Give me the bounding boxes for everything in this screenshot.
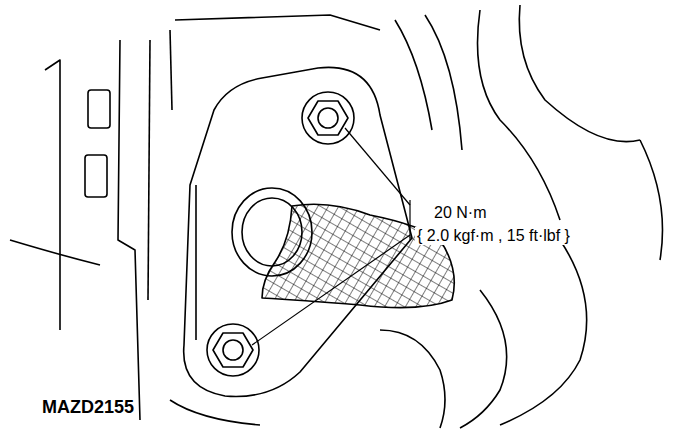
- leader-line: [345, 128, 410, 205]
- torque-spec: 20 N·m: [432, 204, 488, 222]
- block-edge: [45, 60, 60, 330]
- block-edge: [395, 20, 432, 130]
- block-edge: [10, 240, 100, 265]
- manifold: [380, 330, 445, 428]
- washer: [207, 324, 259, 376]
- leader-line: [252, 235, 410, 345]
- manifold: [640, 140, 663, 260]
- block-edge: [170, 30, 172, 110]
- manifold: [478, 10, 561, 220]
- leader-bracket: [409, 200, 410, 240]
- stud: [318, 108, 338, 128]
- manifold: [519, 5, 640, 142]
- block-edge: [118, 40, 140, 420]
- block-port: [88, 90, 110, 128]
- figure-code: MAZD2155: [40, 398, 136, 418]
- nut: [213, 333, 253, 367]
- block-edge: [175, 15, 380, 30]
- manifold: [500, 240, 587, 425]
- block-port: [85, 155, 107, 197]
- nut: [308, 101, 348, 135]
- washer: [302, 92, 354, 144]
- torque-spec: { 2.0 kgf·m , 15 ft·lbf }: [415, 227, 572, 245]
- block-edge: [148, 40, 150, 300]
- block-edge: [425, 15, 462, 150]
- flange-edge: [195, 185, 197, 340]
- manifold: [460, 290, 507, 428]
- stud: [223, 340, 243, 360]
- block-edge: [170, 400, 260, 425]
- rag: [262, 204, 454, 307]
